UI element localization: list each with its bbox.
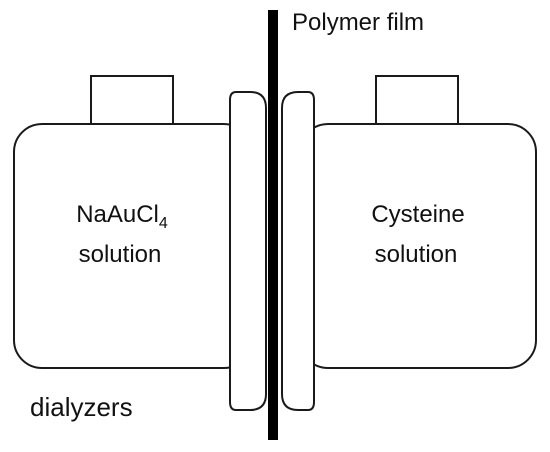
left-container-cap [90,75,174,129]
left-solution-line2: solution [79,241,162,268]
right-solution-line2: solution [375,241,458,268]
left-flange [229,91,267,411]
left-solution-formula: NaAuCl [76,201,159,228]
right-flange [281,91,315,411]
right-solution-line1: Cysteine [371,201,464,228]
left-solution-label: NaAuCl4 [76,201,168,232]
right-container-cap [375,75,459,129]
polymer-film [268,10,278,440]
dialyzers-label: dialyzers [30,392,133,422]
left-solution-subscript: 4 [159,215,168,232]
polymer-film-label: Polymer film [292,9,424,36]
